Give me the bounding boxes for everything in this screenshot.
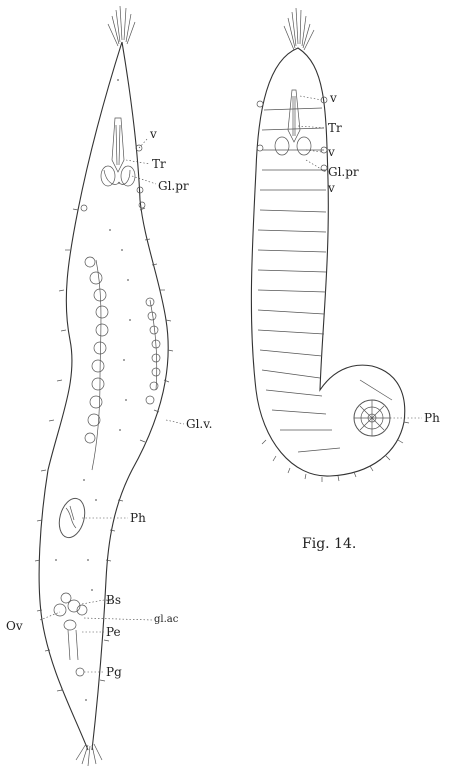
left-label-ph: Ph: [130, 511, 146, 525]
left-label-leaders: [40, 138, 184, 672]
left-label-pg: Pg: [106, 665, 122, 679]
left-anterior-bristles: [108, 6, 135, 46]
left-label-bs: Bs: [106, 593, 121, 607]
right-specimen: [251, 8, 422, 482]
right-label-tr: Tr: [328, 121, 342, 135]
left-pharynx: [55, 496, 89, 541]
left-gland-chain-inner: [85, 257, 108, 470]
left-label-tr: Tr: [152, 157, 166, 171]
right-label-ph: Ph: [424, 411, 440, 425]
right-label-v3: v: [327, 181, 335, 195]
right-trophus: [275, 90, 311, 155]
right-body-outline: [251, 48, 404, 476]
left-specimen: [35, 6, 184, 766]
left-label-glv: Gl.v.: [186, 417, 212, 431]
left-label-v: v: [149, 127, 157, 141]
right-label-glpr: Gl.pr: [328, 165, 359, 179]
left-stipple: [55, 79, 131, 701]
right-label-v2: v: [327, 145, 335, 159]
right-label-leaders: [298, 96, 422, 418]
right-anterior-bristles: [284, 8, 314, 50]
right-body-hairs: [262, 422, 409, 482]
right-label-v1: v: [329, 91, 337, 105]
left-label-glac: gl.ac: [154, 614, 179, 625]
left-reproductive-organs: [54, 593, 87, 676]
left-label-ov: Ov: [6, 619, 23, 633]
right-pharynx: [354, 400, 390, 436]
left-trophus: [101, 118, 135, 186]
left-label-pe: Pe: [106, 625, 121, 639]
figure-caption: Fig. 14.: [302, 536, 356, 552]
left-posterior-bristles: [76, 744, 102, 766]
left-label-glpr: Gl.pr: [158, 179, 189, 193]
left-gland-chain-outer: [146, 298, 160, 404]
